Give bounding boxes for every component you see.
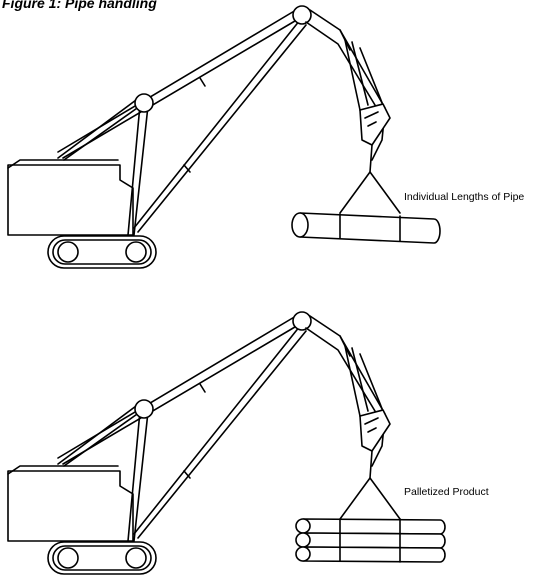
label-palletized-product: Palletized Product <box>404 486 489 498</box>
sling-2 <box>339 477 401 520</box>
crane-scene-2 <box>7 311 446 575</box>
figure-title: Figure 1: Pipe handling <box>2 0 157 11</box>
label-individual-pipe: Individual Lengths of Pipe <box>404 191 525 203</box>
sling-1 <box>339 171 401 214</box>
pipe-bundle <box>295 518 446 563</box>
pipe-single <box>291 212 441 244</box>
crane-scene-1 <box>7 5 441 269</box>
